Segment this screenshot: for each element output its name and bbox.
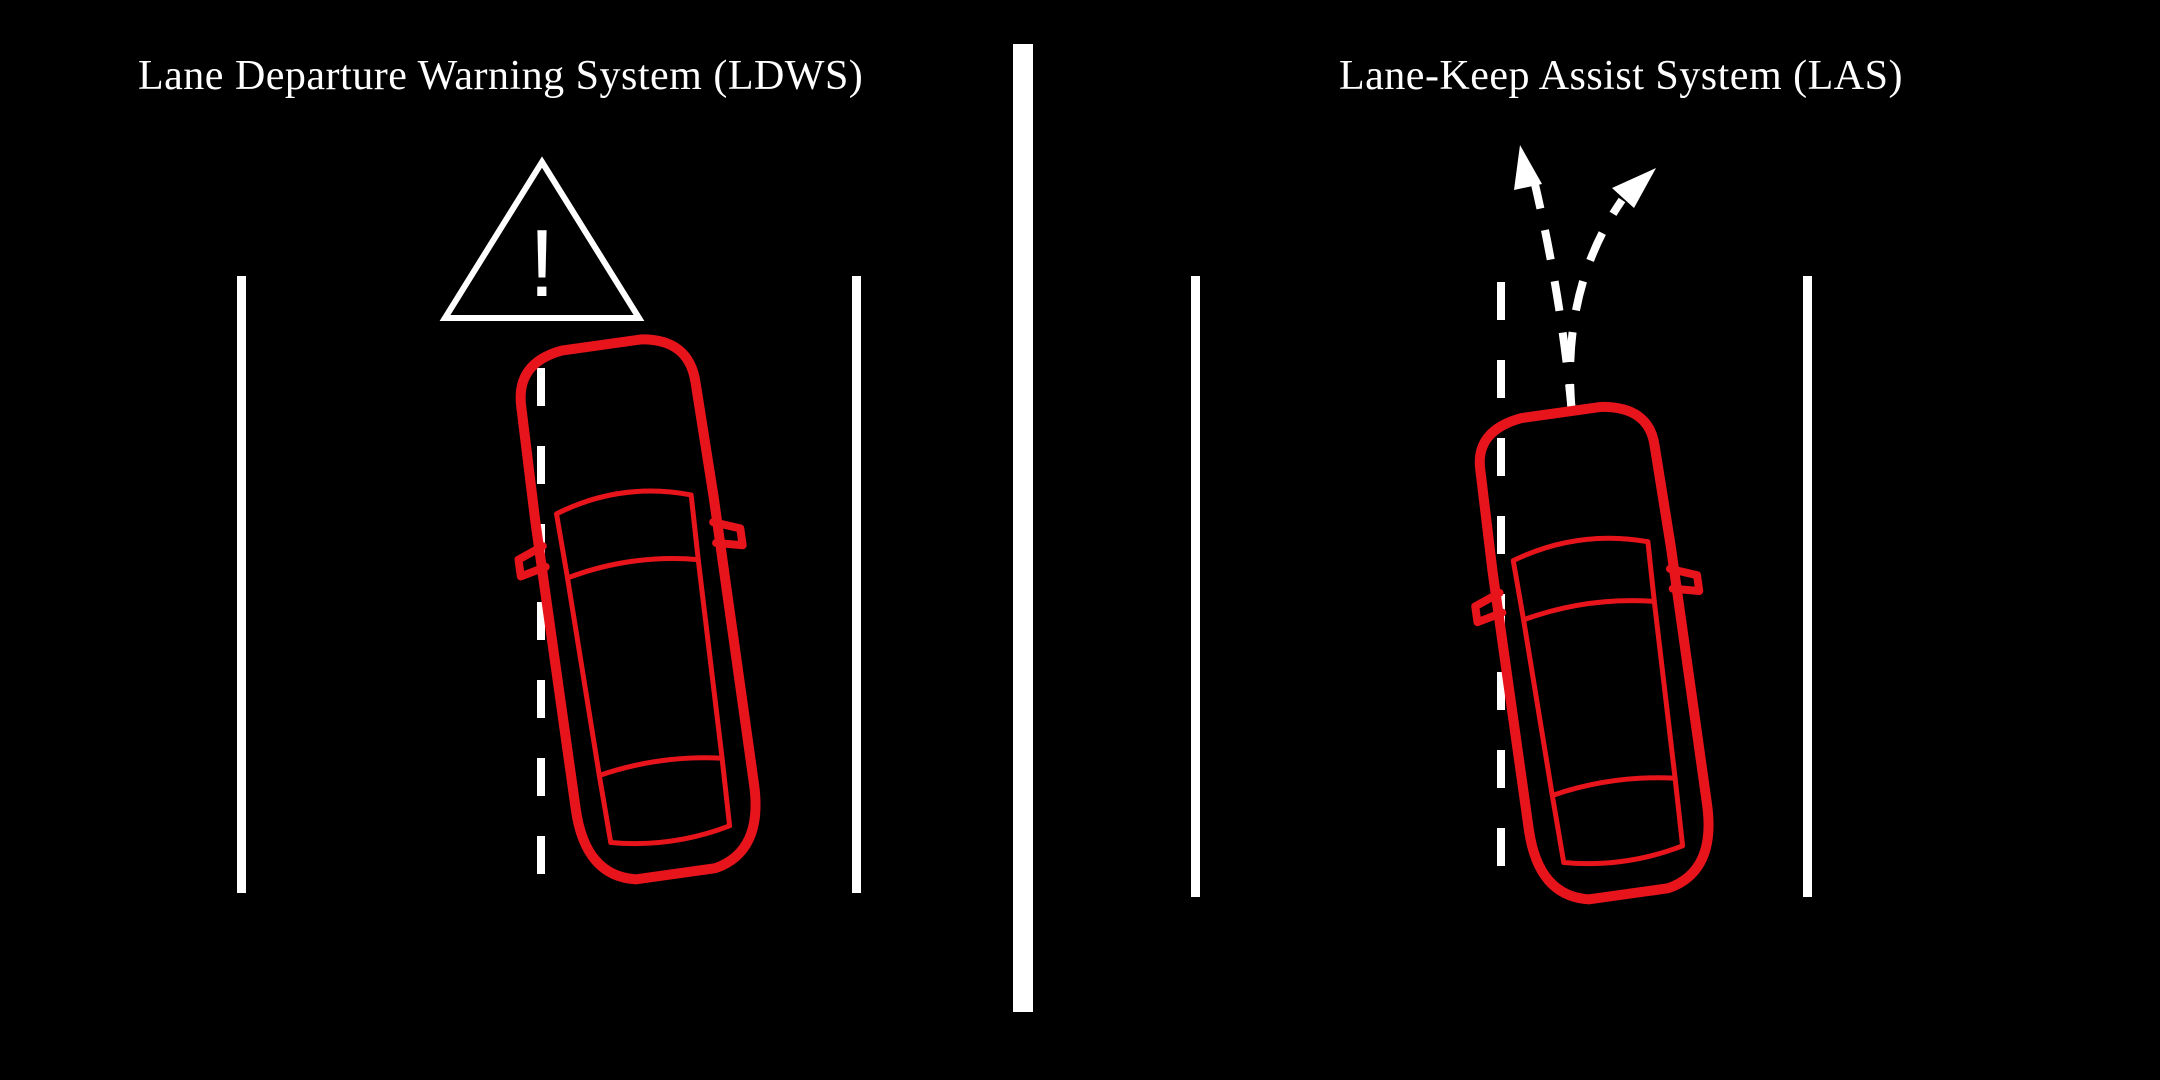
left-lane-line-outer-las: [1191, 276, 1200, 897]
arrow-head-right: [1612, 168, 1656, 208]
ldws-title: Lane Departure Warning System (LDWS): [138, 53, 864, 99]
las-title: Lane-Keep Assist System (LAS): [1339, 53, 1903, 99]
ldws-panel: !: [237, 156, 861, 893]
right-lane-line-outer: [852, 276, 861, 893]
panel-divider: [1013, 44, 1033, 1012]
warning-triangle-icon: !: [439, 156, 645, 321]
arrow-head-left: [1514, 145, 1542, 190]
right-lane-line-outer-las: [1803, 276, 1812, 897]
las-panel: [1191, 145, 1812, 905]
car-top-view-icon: [514, 334, 761, 885]
warning-exclamation: !: [529, 210, 556, 317]
dashed-arrow-icon: [1530, 179, 1626, 415]
car-top-view-icon-las: [1471, 401, 1714, 905]
left-lane-line-outer: [237, 276, 246, 893]
